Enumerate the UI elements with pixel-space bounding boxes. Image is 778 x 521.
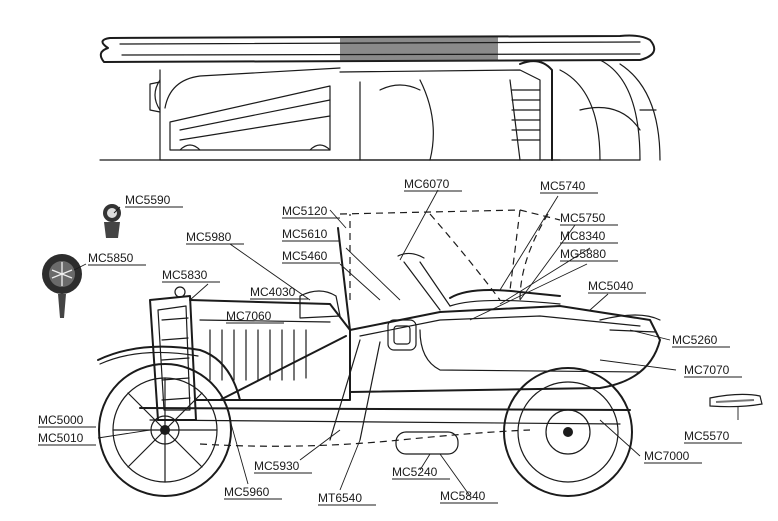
label-mc5570: MC5570 (684, 429, 730, 443)
label-mc5590: MC5590 (125, 193, 171, 207)
part-labels: MC5590 MC5850 MC5980 MC5830 MC4030 MC706… (38, 177, 742, 506)
label-mc5000: MC5000 (38, 413, 84, 427)
label-mt6540: MT6540 (318, 491, 362, 505)
top-view-drawing (99, 34, 661, 161)
label-mc5960: MC5960 (224, 485, 270, 499)
rear-lamp-part (709, 393, 763, 408)
label-mc5750: MC5750 (560, 211, 606, 225)
label-mc7060: MC7060 (226, 309, 272, 323)
label-mg5880: MG5880 (560, 247, 606, 261)
label-mc5610: MC5610 (282, 227, 328, 241)
side-view-drawing (97, 209, 661, 497)
label-mc5930: MC5930 (254, 459, 300, 473)
leader-lines (73, 189, 739, 497)
label-mc5850: MC5850 (88, 251, 134, 265)
label-mc5460: MC5460 (282, 249, 328, 263)
label-mc5120: MC5120 (282, 204, 328, 218)
radiator-badge-emblem (42, 254, 82, 318)
label-mc8340: MC8340 (560, 229, 606, 243)
label-mc7070: MC7070 (684, 363, 730, 377)
label-mc5980: MC5980 (186, 230, 232, 244)
label-mc5040: MC5040 (588, 279, 634, 293)
label-mc6070: MC6070 (404, 177, 450, 191)
label-mc5010: MC5010 (38, 431, 84, 445)
label-mc4030: MC4030 (250, 285, 296, 299)
label-mc5260: MC5260 (672, 333, 718, 347)
label-mc5830: MC5830 (162, 268, 208, 282)
radiator-cap-small (103, 204, 121, 238)
label-mc7000: MC7000 (644, 449, 690, 463)
label-mc5740: MC5740 (540, 179, 586, 193)
label-mc5840: MC5840 (440, 489, 486, 503)
label-mc5240: MC5240 (392, 465, 438, 479)
